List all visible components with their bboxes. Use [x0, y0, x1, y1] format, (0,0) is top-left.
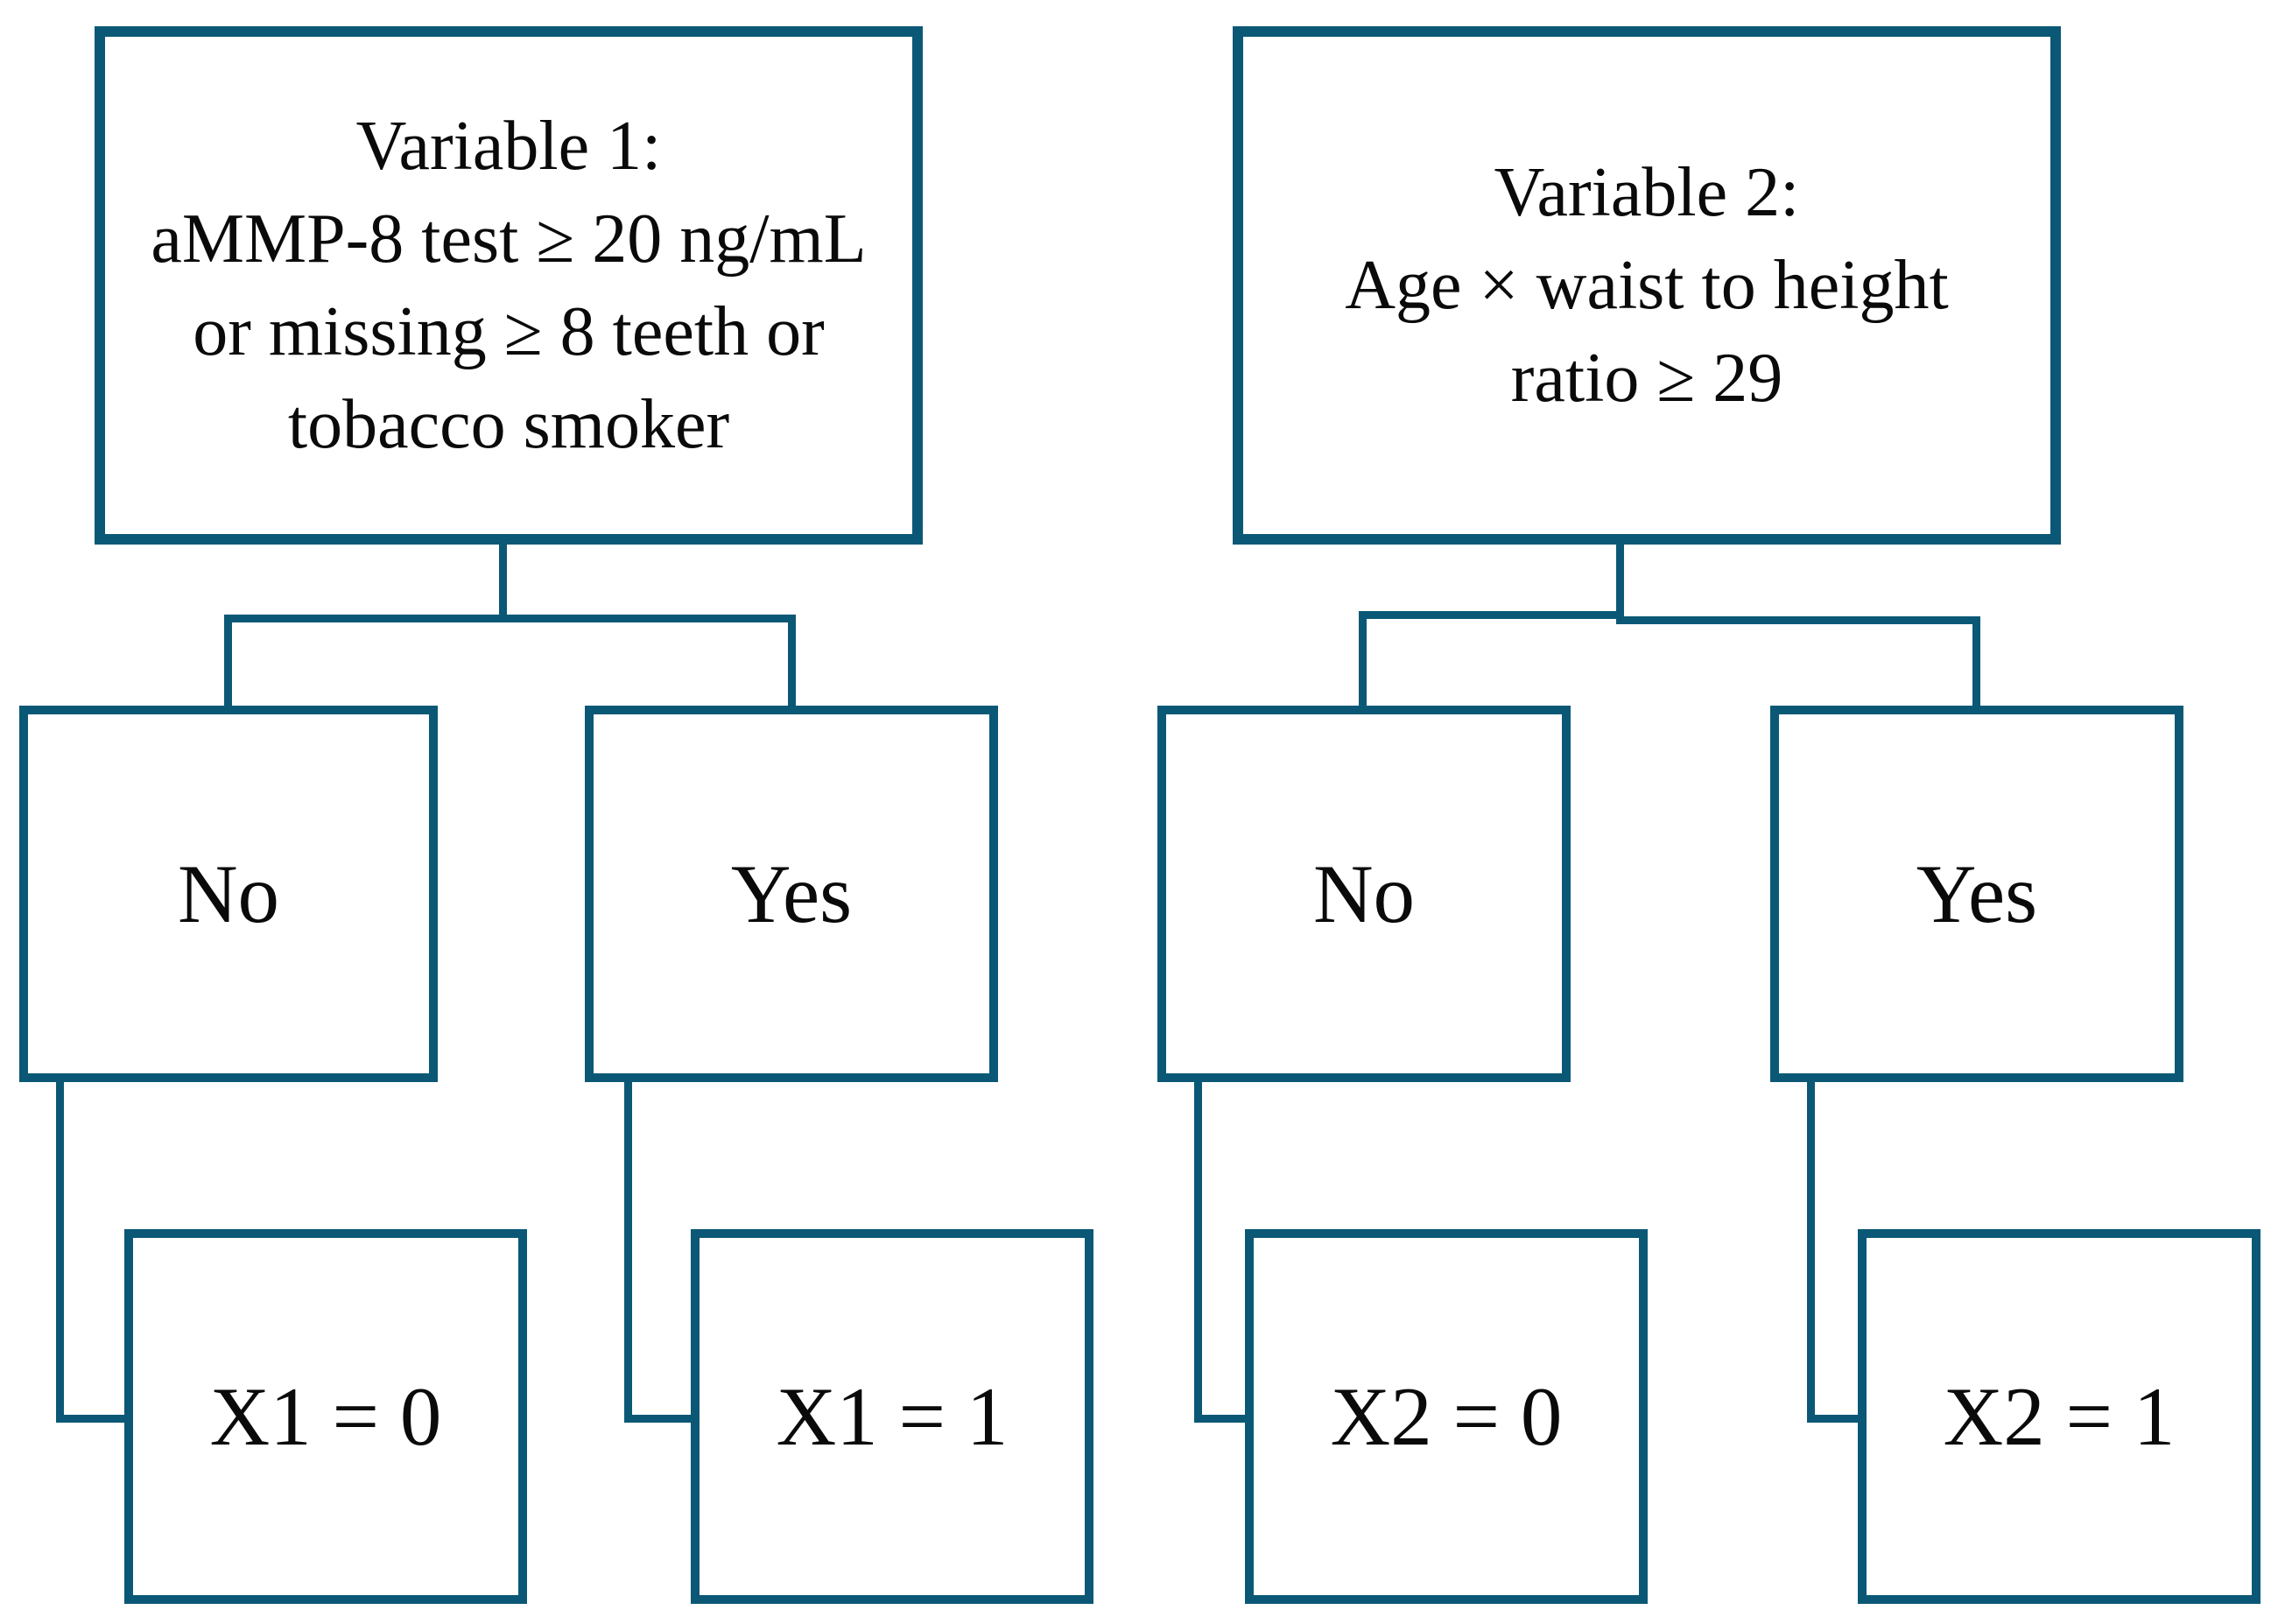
variable1-result1-box: X1 = 1: [691, 1229, 1093, 1604]
variable1-yes-branch-connector: [788, 615, 796, 706]
variable1-root-connector: [499, 545, 507, 622]
variable1-yes-label: Yes: [730, 847, 853, 940]
variable1-result1-label: X1 = 1: [776, 1369, 1009, 1463]
variable2-root-connector: [1616, 545, 1624, 624]
variable2-result1-box: X2 = 1: [1858, 1229, 2260, 1604]
variable2-branch-bar-left: [1359, 611, 1624, 619]
variable2-condition-line-2: ratio ≥ 29: [1510, 340, 1783, 417]
variable1-no-box: No: [19, 706, 438, 1082]
variable2-no-elbow-vertical: [1194, 1082, 1202, 1423]
variable2-result0-label: X2 = 0: [1330, 1369, 1563, 1463]
variable2-root-box: Variable 2: Age × waist to height ratio …: [1233, 26, 2061, 545]
variable1-branch-bar: [224, 615, 796, 622]
variable2-yes-box: Yes: [1770, 706, 2183, 1082]
variable2-yes-label: Yes: [1916, 847, 2038, 940]
variable1-condition-line-1: aMMP-8 test ≥ 20 ng/mL: [151, 200, 867, 278]
variable2-result1-label: X2 = 1: [1943, 1369, 2176, 1463]
variable2-condition-line-1: Age × waist to height: [1345, 247, 1949, 324]
variable1-yes-elbow-horizontal: [624, 1415, 691, 1423]
variable1-yes-box: Yes: [585, 706, 998, 1082]
variable1-result0-box: X1 = 0: [124, 1229, 527, 1604]
variable1-condition-line-3: tobacco smoker: [287, 386, 730, 463]
variable1-no-label: No: [177, 847, 280, 940]
variable1-yes-elbow-vertical: [624, 1082, 632, 1423]
variable1-no-branch-connector: [224, 615, 232, 706]
variable1-title-line: Variable 1:: [355, 108, 662, 185]
variable1-no-elbow-horizontal: [56, 1415, 124, 1423]
variable2-no-elbow-horizontal: [1194, 1415, 1245, 1423]
variable2-yes-elbow-horizontal: [1807, 1415, 1858, 1423]
variable2-yes-elbow-vertical: [1807, 1082, 1815, 1423]
variable2-title-line: Variable 2:: [1494, 154, 1800, 231]
variable2-result0-box: X2 = 0: [1245, 1229, 1648, 1604]
variable2-yes-branch-connector: [1972, 616, 1980, 706]
variable1-result0-label: X1 = 0: [209, 1369, 442, 1463]
variable1-no-elbow-vertical: [56, 1082, 64, 1423]
variable2-no-label: No: [1312, 847, 1416, 940]
variable1-root-box: Variable 1: aMMP-8 test ≥ 20 ng/mL or mi…: [95, 26, 923, 545]
variable2-branch-bar-right: [1616, 616, 1980, 624]
variable1-condition-line-2: or missing ≥ 8 teeth or: [193, 293, 825, 370]
variable2-no-branch-connector: [1359, 611, 1367, 706]
variable2-no-box: No: [1157, 706, 1571, 1082]
